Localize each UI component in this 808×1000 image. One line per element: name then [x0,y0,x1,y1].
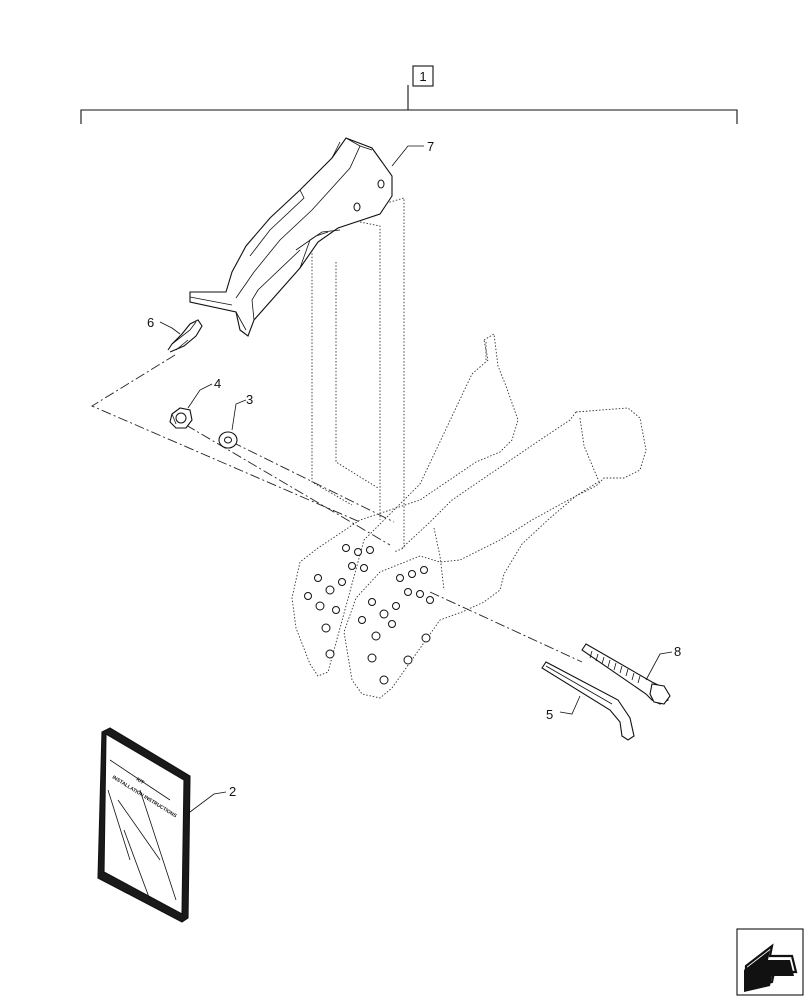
l-pin-part-5 [541,661,635,741]
leader-lines [159,145,673,813]
callout-2: 2 [229,784,236,799]
instruction-manual-part-2: KIT INSTALLATION INSTRUCTIONS [97,727,191,923]
hair-pin-clip-part-6 [167,319,203,353]
callout-4: 4 [214,376,221,391]
nut-part-4 [169,407,193,429]
callout-3: 3 [246,392,253,407]
assembly-bracket: 1 [80,65,738,124]
pedal-rear [291,333,519,677]
callout-5: 5 [546,707,553,722]
callout-labels: 7 6 4 3 8 5 2 [147,139,681,799]
manual-title-line1: KIT [135,777,145,786]
next-page-arrow-icon[interactable] [736,928,804,996]
pedal-front [343,407,647,699]
alignment-dotted-lines [311,197,405,553]
callout-6: 6 [147,315,154,330]
lift-arm-part-7 [189,137,393,337]
assembly-item-label: 1 [419,69,426,84]
callout-8: 8 [674,644,681,659]
callout-7: 7 [427,139,434,154]
washer-part-3 [218,431,238,449]
centerlines [91,354,583,663]
bolt-part-8 [581,643,671,705]
